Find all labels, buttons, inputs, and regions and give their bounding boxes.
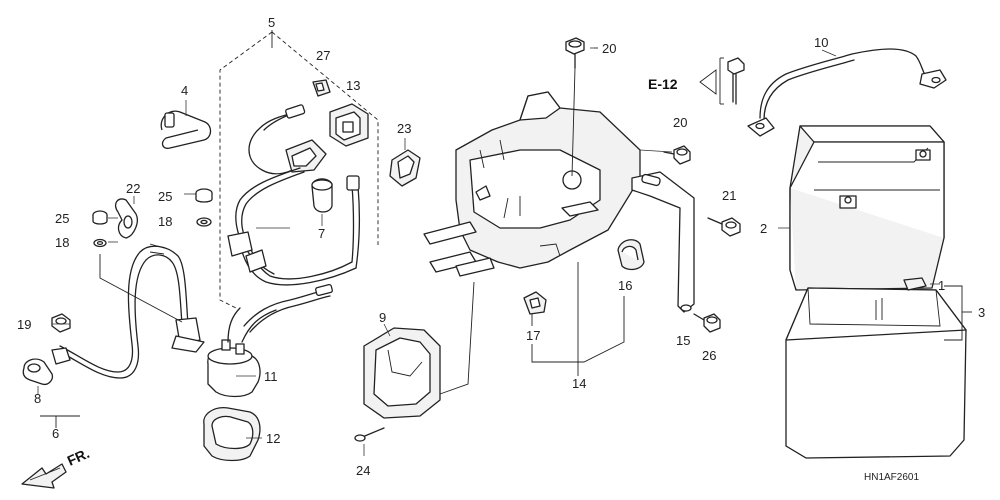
callout-17: 17 — [526, 328, 540, 343]
callout-1: 1 — [938, 278, 945, 293]
relay-box-part — [329, 103, 369, 147]
callout-15: 15 — [676, 333, 690, 348]
bolt-part-26 — [693, 313, 721, 333]
sub-harness-part — [227, 104, 360, 286]
callout-27: 27 — [316, 48, 330, 63]
callout-8: 8 — [34, 391, 41, 406]
front-direction-arrow — [21, 463, 67, 489]
callout-21: 21 — [722, 188, 736, 203]
reference-bolt-group — [699, 57, 745, 105]
reference-label: E-12 — [648, 76, 678, 92]
battery-ground-cable-part — [747, 48, 947, 137]
callout-14: 14 — [572, 376, 586, 391]
battery-part — [789, 125, 945, 291]
callout-25b: 25 — [55, 211, 69, 226]
callout-22: 22 — [126, 181, 140, 196]
battery-cable-part — [51, 243, 205, 379]
bolt-part-19 — [51, 313, 71, 333]
group-5-bracket — [219, 30, 379, 309]
nut-part-25-left — [92, 210, 108, 225]
callout-20b: 20 — [673, 115, 687, 130]
bolt-part-20-top — [565, 37, 585, 177]
callout-18a: 18 — [158, 214, 172, 229]
battery-pad-part — [903, 277, 927, 291]
group-1-3-bracket — [944, 285, 972, 341]
relay-cover-part — [203, 407, 261, 462]
bolt-part-20-side — [663, 145, 691, 165]
terminal-boot-part-8 — [22, 358, 54, 394]
callout-labels: 1 2 3 4 5 6 7 8 9 10 11 12 13 14 15 16 1… — [17, 15, 985, 478]
bolt-part-21 — [707, 217, 741, 237]
rubber-cushion-part-16 — [617, 239, 645, 271]
screw-part-24 — [354, 427, 385, 456]
battery-stay-part — [631, 171, 695, 313]
clip-part-17 — [523, 291, 547, 315]
callout-20a: 20 — [602, 41, 616, 56]
callout-16: 16 — [618, 278, 632, 293]
callout-12: 12 — [266, 431, 280, 446]
cable-band-part — [160, 100, 212, 149]
callout-24: 24 — [356, 463, 370, 478]
callout-18b: 18 — [55, 235, 69, 250]
washer-part-18-left — [93, 238, 107, 248]
terminal-cover-part-22 — [114, 196, 138, 239]
battery-cover-part — [363, 281, 475, 419]
battery-box-part — [423, 91, 641, 277]
diagram-code: HN1AF2601 — [864, 472, 919, 483]
callout-9: 9 — [379, 310, 386, 325]
direction-label: FR. — [65, 445, 92, 469]
callout-19: 19 — [17, 317, 31, 332]
starter-relay-part — [207, 307, 277, 398]
callout-23: 23 — [397, 121, 411, 136]
group-6-bracket — [40, 415, 80, 428]
washer-part-18-right — [196, 217, 212, 227]
callout-3: 3 — [978, 305, 985, 320]
group-14-bracket — [531, 262, 625, 376]
connector-holder-part — [389, 138, 421, 187]
leader-lines — [52, 47, 940, 439]
callout-6: 6 — [52, 426, 59, 441]
callout-26: 26 — [702, 348, 716, 363]
callout-11: 11 — [264, 369, 278, 384]
callout-13: 13 — [346, 78, 360, 93]
callout-7: 7 — [318, 226, 325, 241]
terminal-cap-part — [311, 178, 333, 226]
clip-part-27 — [312, 79, 331, 97]
callout-10: 10 — [814, 35, 828, 50]
callout-2: 2 — [760, 221, 767, 236]
relay-cable-part — [243, 283, 333, 333]
callout-5: 5 — [268, 15, 275, 30]
battery-case-part — [785, 287, 967, 459]
callout-4: 4 — [181, 83, 188, 98]
callout-25a: 25 — [158, 189, 172, 204]
nut-part-25-right — [195, 188, 213, 203]
